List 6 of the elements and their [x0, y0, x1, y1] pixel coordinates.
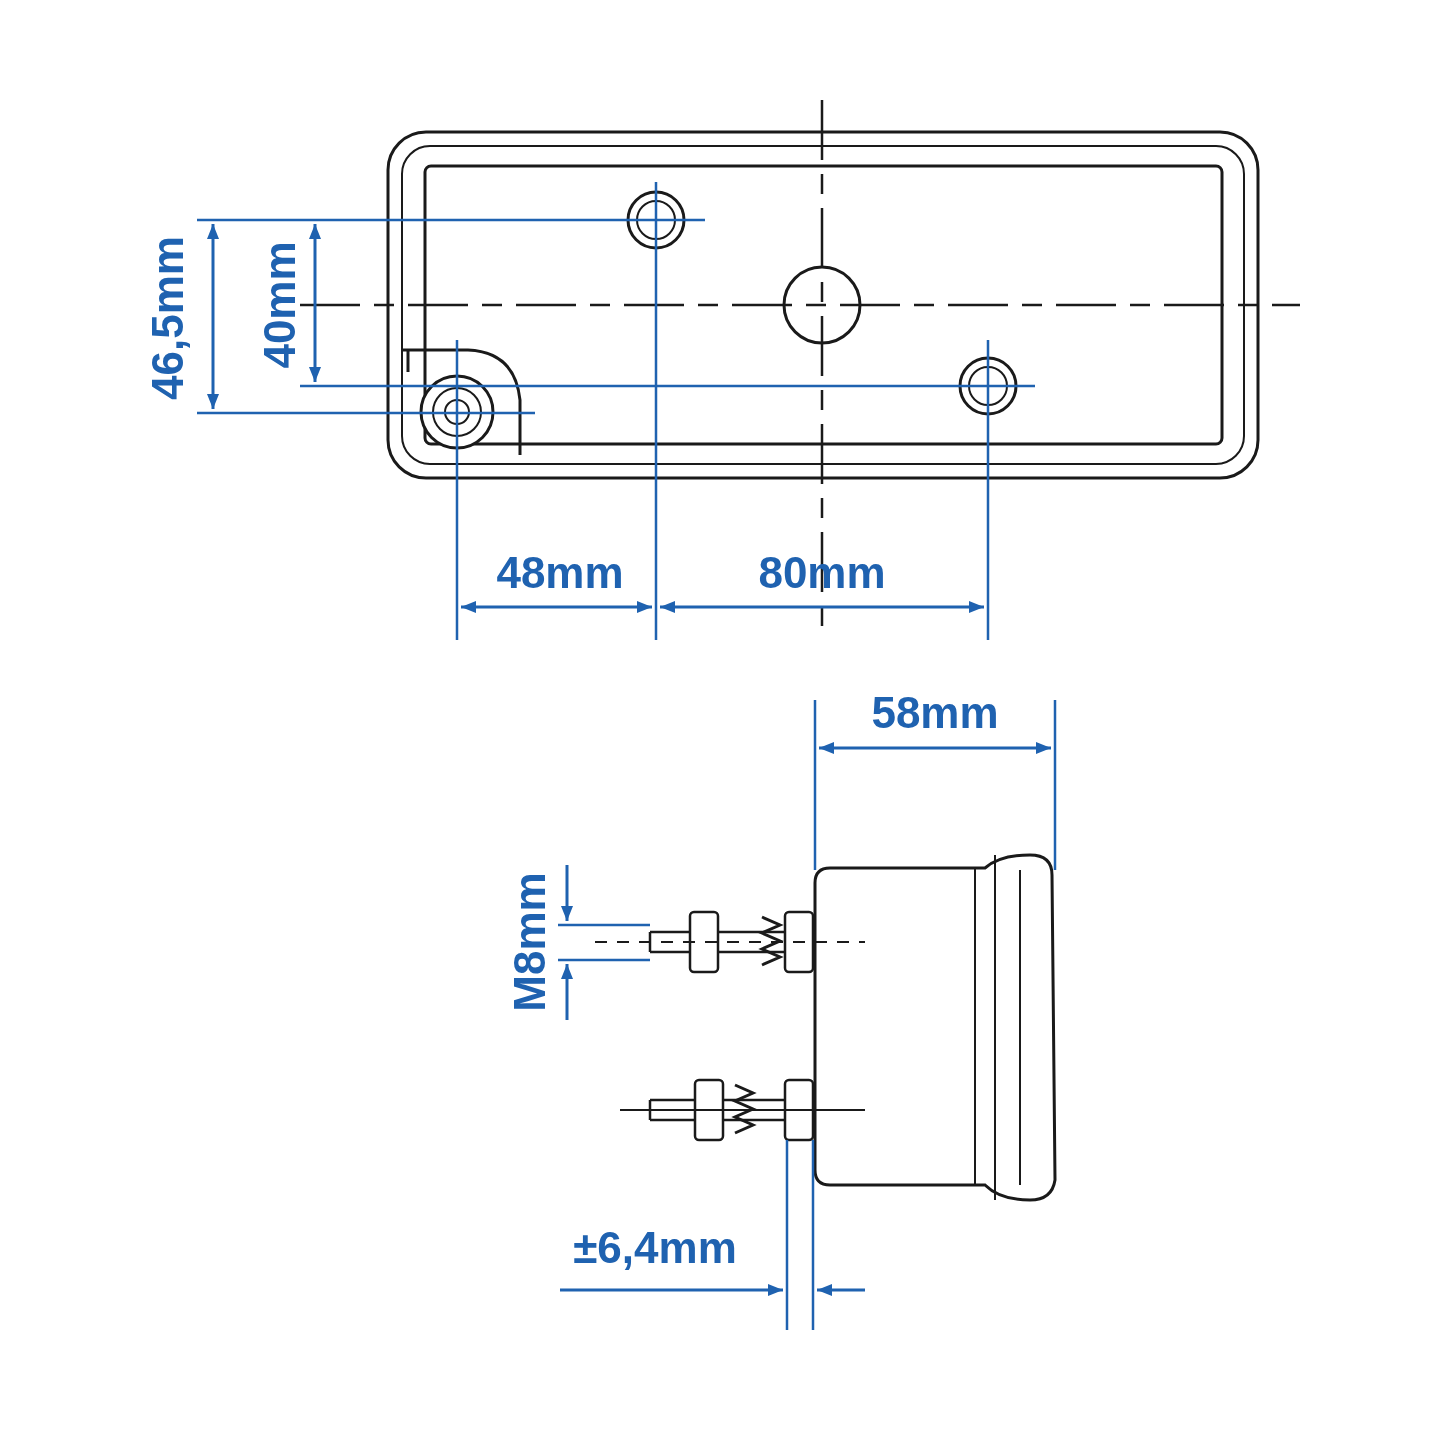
dimension-label: M8mm: [508, 872, 552, 1012]
dimension-label: 46,5mm: [146, 236, 190, 400]
dimension-label: 40mm: [258, 241, 302, 369]
dimension-label: 48mm: [496, 551, 624, 595]
dimension-label: ±6,4mm: [573, 1226, 737, 1270]
dimension-label: 58mm: [871, 691, 999, 735]
